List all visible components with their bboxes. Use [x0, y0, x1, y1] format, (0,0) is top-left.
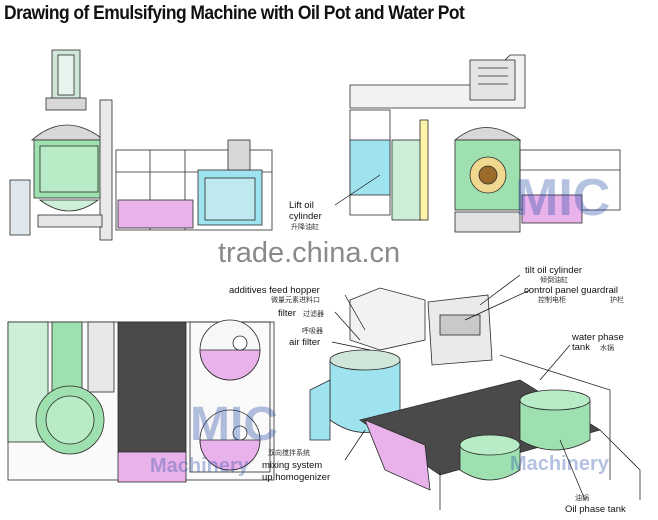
leader-lines [331, 174, 586, 501]
additives-feed-hopper-label: additives feed hopper [229, 285, 320, 296]
air-filter-cn: 呼吸器 [302, 326, 323, 335]
water-phase-tank-label: water phase [571, 332, 624, 343]
machinery-watermark: Machinery [510, 453, 610, 475]
lift-oil-cylinder-label: cylinder [289, 211, 322, 222]
machinery-watermark: Machinery [150, 455, 250, 477]
air-filter-label: air filter [289, 337, 320, 348]
mixing-system-label: mixing system [262, 460, 322, 471]
oil-phase-tank-label: Oil phase tank [565, 504, 626, 515]
oil-phase-tank-cn: 油锅 [575, 493, 589, 502]
up-homogenizer-label: up homogenizer [262, 472, 330, 483]
control-panel-guardrail-label: control panel guardrail [524, 285, 618, 296]
front-view [9, 49, 273, 241]
additives-feed-hopper-cn: 微量元素进料口 [271, 295, 320, 304]
side-view [349, 54, 621, 233]
guardrail-cn: 护栏 [610, 295, 624, 304]
mic-watermark: MIC [515, 169, 610, 227]
iso-view [309, 287, 641, 510]
mic-watermark: MIC [190, 398, 278, 451]
lift-oil-cylinder-label: Lift oil [289, 200, 314, 211]
control-panel-cn: 控制电柜 [538, 295, 566, 304]
mixing-system-cn: 双向搅拌系统 [268, 448, 310, 457]
lift-oil-cylinder-cn: 升降油缸 [291, 222, 319, 231]
water-phase-tank-label: tank [572, 342, 590, 353]
page-title: Drawing of Emulsifying Machine with Oil … [4, 3, 465, 24]
tilt-oil-cylinder-cn: 倾倒油缸 [540, 275, 568, 284]
top-view [7, 319, 275, 483]
filter-cn: 过滤器 [303, 309, 324, 318]
tilt-oil-cylinder-label: tilt oil cylinder [525, 265, 582, 276]
filter-label: filter [278, 308, 296, 319]
water-phase-tank-cn: 水锅 [600, 343, 614, 352]
site-watermark: trade.china.cn [218, 237, 400, 269]
